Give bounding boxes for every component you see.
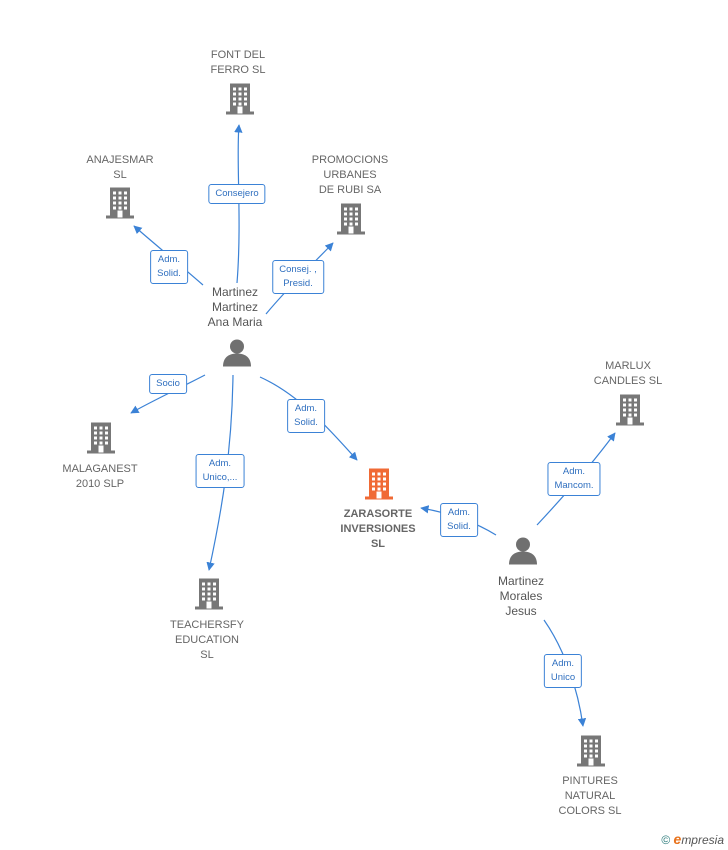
building-icon[interactable]: [104, 186, 136, 225]
edge-martinezAna-font: [234, 124, 243, 284]
edge-label-martinezAna-teachersfy: Adm. Unico,...: [195, 454, 245, 488]
building-icon[interactable]: [363, 467, 395, 506]
edge-label-martinezAna-malaganest: Socio: [149, 374, 187, 394]
person-name-martinezAna[interactable]: Martinez Martinez Ana Maria: [207, 285, 263, 329]
edge-label-martinezJesus-marlux: Adm. Mancom.: [547, 462, 601, 496]
company-name-malaganest[interactable]: MALAGANEST 2010 SLP: [62, 463, 138, 490]
person-icon[interactable]: [508, 536, 538, 571]
edge-label-martinezJesus-pintures: Adm. Unico: [543, 654, 583, 688]
building-icon[interactable]: [614, 393, 646, 432]
company-name-marlux[interactable]: MARLUX CANDLES SL: [593, 360, 663, 387]
footer-brand[interactable]: © empresia: [661, 831, 724, 847]
company-name-promocions[interactable]: PROMOCIONS URBANES DE RUBI SA: [311, 154, 389, 196]
edge-label-martinezAna-zarasorte: Adm. Solid.: [287, 399, 325, 433]
person-name-martinezJesus[interactable]: Martinez Morales Jesus: [497, 574, 545, 618]
edge-label-martinezAna-font: Consejero: [208, 184, 266, 204]
company-name-pintures[interactable]: PINTURES NATURAL COLORS SL: [558, 775, 622, 817]
company-name-anajesmar[interactable]: ANAJESMAR SL: [86, 154, 154, 181]
person-icon[interactable]: [222, 338, 252, 373]
copyright-symbol: ©: [661, 833, 671, 847]
edge-label-martinezJesus-zarasorte: Adm. Solid.: [440, 503, 478, 537]
building-icon[interactable]: [335, 202, 367, 241]
building-icon[interactable]: [575, 734, 607, 773]
edge-label-martinezAna-anajesmar: Adm. Solid.: [150, 250, 188, 284]
brand-initial: e: [673, 831, 682, 847]
building-icon[interactable]: [85, 421, 117, 460]
building-icon[interactable]: [224, 82, 256, 121]
edge-label-martinezAna-promocions: Consej. , Presid.: [272, 260, 324, 294]
company-name-teachersfy[interactable]: TEACHERSFY EDUCATION SL: [170, 619, 244, 661]
company-name-zarasorte[interactable]: ZARASORTE INVERSIONES SL: [340, 508, 416, 550]
company-name-font[interactable]: FONT DEL FERRO SL: [210, 49, 266, 76]
building-icon[interactable]: [193, 577, 225, 616]
brand-name: mpresia: [681, 833, 724, 847]
edge-martinezAna-malaganest: [130, 374, 206, 414]
